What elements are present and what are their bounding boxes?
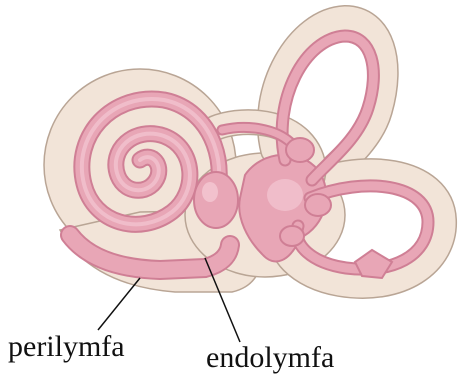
perilymph-label: perilymfa (8, 332, 125, 362)
perilymph-leader-line (98, 278, 140, 330)
endolymph-label: endolymfa (206, 343, 334, 373)
